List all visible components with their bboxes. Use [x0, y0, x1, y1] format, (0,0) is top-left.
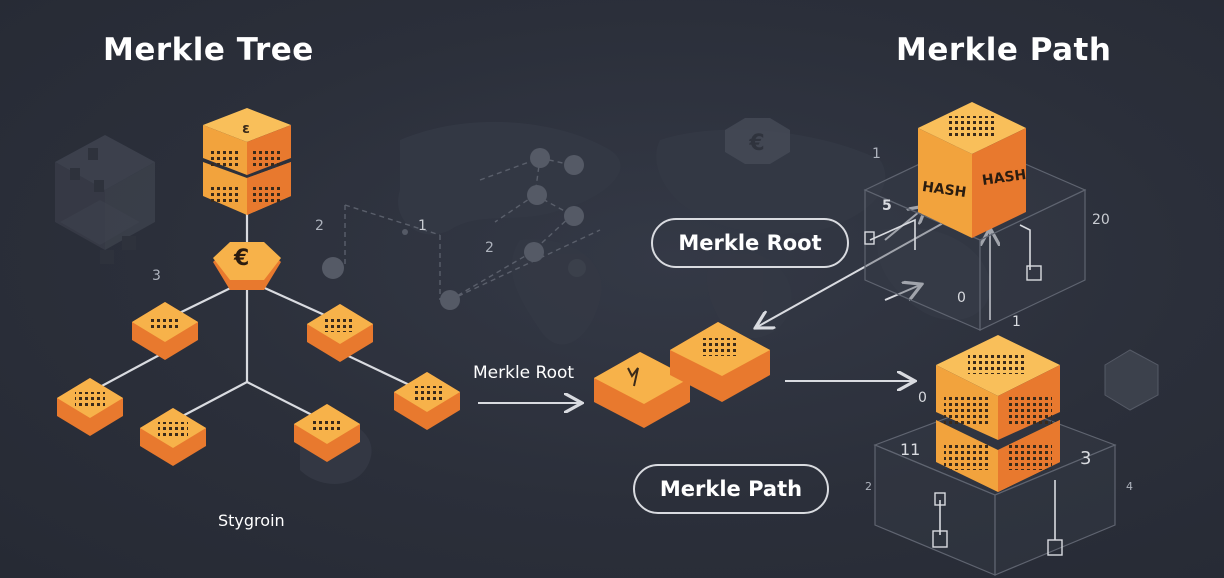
scatter-number: 3: [1080, 448, 1092, 469]
scatter-number: 4: [1126, 480, 1133, 493]
hash-cube: [918, 102, 1026, 238]
leaf-block: [394, 372, 460, 430]
ghost-nodes: [322, 148, 586, 310]
svg-text:ε: ε: [242, 121, 250, 137]
tree-leaf-blocks: [57, 302, 460, 466]
background-map: [300, 121, 991, 484]
scatter-number: 1: [418, 218, 427, 234]
leaf-block: [132, 302, 198, 360]
scatter-number: 2: [865, 480, 872, 493]
root-cube-stack: ε: [203, 108, 291, 215]
merkle-path-pill: Merkle Path: [633, 464, 829, 514]
scatter-number: 3: [152, 268, 161, 284]
scatter-number: 5: [882, 198, 892, 214]
leaf-block: [307, 304, 373, 362]
title-merkle-path: Merkle Path: [896, 32, 1112, 68]
leaf-block: [57, 378, 123, 436]
merkle-root-pill: Merkle Root: [651, 218, 849, 268]
ghost-euro-badge: €: [725, 118, 790, 164]
scatter-number: 1: [1012, 314, 1021, 330]
scatter-number: 1: [872, 146, 881, 162]
scatter-number: 2: [315, 218, 324, 234]
scatter-number: 0: [957, 290, 966, 306]
euro-icon: €: [234, 246, 250, 271]
middle-blocks: [594, 322, 770, 428]
scatter-number: 0: [918, 390, 927, 406]
wireframe-ports: [864, 231, 1063, 556]
scatter-number: 2: [485, 240, 494, 256]
svg-text:€: €: [748, 131, 764, 156]
scatter-number: 11: [900, 440, 921, 459]
leaf-block: [294, 404, 360, 462]
ghost-cube-left: [55, 135, 155, 264]
tree-connectors: [97, 205, 421, 421]
leaf-block: [140, 408, 206, 466]
leaf-cube-stack: [936, 335, 1060, 492]
arrow-label-merkle-root: Merkle Root: [473, 363, 575, 383]
ghost-hexagon: [1104, 349, 1159, 411]
brand-label: Stygroin: [218, 511, 285, 530]
title-merkle-tree: Merkle Tree: [103, 32, 314, 68]
scatter-number: 20: [1092, 212, 1110, 228]
arrows: [478, 207, 990, 403]
wireframe-connectors: [869, 218, 1056, 540]
euro-node: [213, 242, 281, 290]
